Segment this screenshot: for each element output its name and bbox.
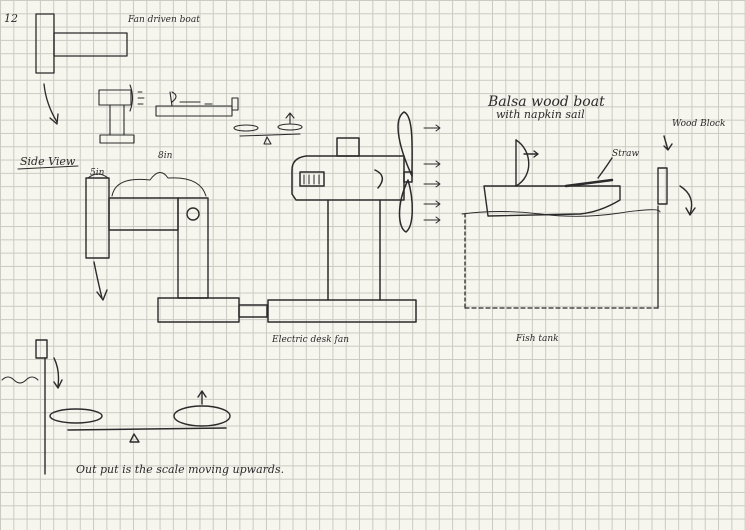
wood-block-label: Wood Block	[672, 119, 726, 129]
dim-8in-brace	[111, 172, 207, 197]
top-t-shape	[35, 13, 128, 125]
small-fan-sketch	[98, 84, 145, 144]
straw-label: Straw	[612, 149, 639, 159]
small-boat-sketch	[155, 91, 239, 117]
dim-8in-label: 8in	[158, 151, 173, 161]
output-note: Out put is the scale moving upwards.	[76, 463, 284, 476]
dim-5in-label: 5in	[90, 168, 105, 178]
fan-driven-boat-label: Fan driven boat	[127, 15, 200, 25]
balsa-boat	[483, 139, 621, 217]
small-scale-sketch	[233, 112, 303, 145]
page-number: 12	[4, 12, 18, 25]
side-view-label: Side View	[20, 155, 76, 168]
side-view-machine	[85, 177, 268, 323]
wood-block	[657, 135, 696, 216]
fish-tank	[461, 205, 661, 309]
fish-tank-label: Fish tank	[515, 334, 559, 344]
electric-desk-fan-label: Electric desk fan	[271, 335, 349, 345]
output-scale	[1, 339, 231, 475]
side-view-underline	[17, 165, 79, 170]
napkin-sail-label: with napkin sail	[496, 108, 585, 121]
balsa-wood-boat-label: Balsa wood boat	[487, 94, 605, 110]
electric-desk-fan	[267, 111, 417, 323]
fan-airflow-arrows	[423, 124, 441, 224]
dim-5in-brace	[87, 173, 109, 179]
